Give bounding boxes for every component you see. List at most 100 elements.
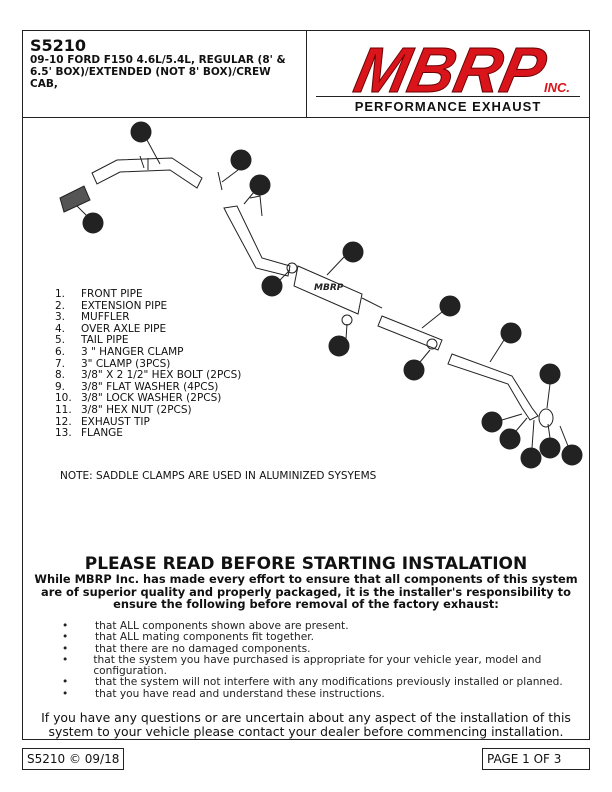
part-label: TAIL PIPE — [81, 334, 129, 347]
svg-text:8: 8 — [489, 418, 495, 428]
clamps — [217, 171, 438, 350]
exhaust-tip — [59, 185, 91, 213]
exhaust-diagram: MBRP 5 7 4 12 3 7 2 6 1 7 13 8 10 9 9 11 — [59, 121, 583, 469]
svg-text:5: 5 — [138, 128, 144, 138]
bullet-icon: • — [62, 631, 69, 644]
footer-page-number: PAGE 1 OF 3 — [482, 748, 590, 770]
part-number: 9. — [55, 380, 66, 393]
part-label: FRONT PIPE — [81, 288, 143, 300]
part-item: 1. FRONT PIPE — [55, 288, 241, 301]
svg-text:13: 13 — [544, 370, 555, 380]
part-item: 6. 3 " HANGER CLAMP — [55, 345, 241, 359]
front-pipe — [447, 353, 554, 428]
checklist: • that ALL components shown above are pre… — [62, 620, 592, 700]
part-item: 5. TAIL PIPE — [55, 335, 241, 347]
part-label: OVER AXLE PIPE — [81, 322, 167, 335]
bullet-icon: • — [62, 687, 69, 700]
part-item: 8. 3/8" X 2 1/2" HEX BOLT (2PCS) — [55, 370, 241, 382]
part-item: 7.3" CLAMP (3PCS) — [55, 357, 241, 371]
part-number: 4. — [55, 322, 66, 335]
part-number: 10. — [55, 392, 72, 405]
part-label: EXHAUST TIP — [81, 415, 150, 428]
callout-7c: 7 — [403, 349, 431, 381]
callout-10: 10 — [499, 417, 528, 450]
checklist-item: • that ALL components shown above are pre… — [62, 620, 592, 632]
part-label: 3/8" X 2 1/2" HEX BOLT (2PCS) — [81, 369, 242, 382]
svg-text:4: 4 — [257, 181, 263, 191]
part-number: 13. — [55, 427, 72, 440]
callout-7: 7 — [221, 149, 252, 183]
checklist-item: • that you have read and understand these… — [62, 687, 592, 700]
svg-text:1: 1 — [508, 329, 514, 339]
part-number: 11. — [55, 403, 72, 416]
bullet-icon: • — [62, 620, 69, 632]
part-label: 3/8" HEX NUT (2PCS) — [81, 403, 192, 416]
part-item: 2. EXTENSION PIPE — [55, 299, 241, 313]
mbrp-logo: MBRP INC. — [348, 34, 570, 106]
callout-6: 6 — [328, 323, 350, 357]
part-number: 2. — [55, 299, 66, 312]
part-number: 1. — [55, 288, 66, 300]
svg-text:10: 10 — [504, 435, 516, 445]
callout-3: 3 — [326, 241, 364, 276]
muffler: MBRP — [293, 265, 383, 315]
part-item: 3.MUFFLER — [55, 312, 241, 324]
callout-5: 5 — [130, 121, 161, 165]
callout-8: 8 — [481, 411, 523, 433]
part-number: 5. — [55, 334, 66, 347]
callout-9: 9 — [520, 419, 542, 469]
callout-1: 1 — [489, 322, 522, 363]
note: NOTE: SADDLE CLAMPS ARE USED IN ALUMINIZ… — [60, 470, 377, 482]
svg-text:11: 11 — [566, 451, 577, 461]
divider — [306, 30, 307, 118]
part-item: 9. 3/8" FLAT WASHER (4PCS) — [55, 380, 241, 394]
callout-2: 2 — [421, 295, 461, 329]
checklist-item: •that the system will not interfere with… — [62, 676, 592, 689]
part-item: 10. 3/8" LOCK WASHER (2PCS) — [55, 393, 241, 405]
checklist-text: that the system will not interfere with … — [95, 676, 563, 689]
vehicle-description: 09-10 FORD F150 4.6L/5.4L, REGULAR (8' &… — [30, 54, 286, 90]
part-label: MUFFLER — [81, 311, 130, 324]
closing-text: If you have any questions or are uncerta… — [41, 710, 571, 739]
instructions-intro: While MBRP Inc. has made every effort to… — [34, 572, 578, 612]
part-item: 13. FLANGE — [55, 428, 241, 440]
checklist-text: that ALL components shown above are pres… — [95, 620, 349, 632]
instructions-title: PLEASE READ BEFORE STARTING INSTALATION — [84, 554, 528, 574]
checklist-text: that there are no damaged components. — [95, 642, 311, 655]
bullet-icon: • — [62, 653, 69, 666]
checklist-item: • that ALL mating components fit together… — [62, 631, 592, 644]
part-label: 3 " HANGER CLAMP — [81, 345, 184, 358]
checklist-text: that the system you have purchased is ap… — [93, 653, 542, 678]
svg-text:7: 7 — [269, 282, 275, 292]
over-axle-pipe — [223, 195, 291, 277]
part-item: 4. OVER AXLE PIPE — [55, 322, 241, 336]
checklist-item: •that there are no damaged components. — [62, 642, 592, 655]
svg-text:6: 6 — [336, 342, 342, 352]
svg-text:MBRP: MBRP — [314, 283, 344, 293]
part-number: 6. — [55, 345, 66, 358]
part-label: 3/8" LOCK WASHER (2PCS) — [81, 392, 222, 405]
part-item: 12. EXHAUST TIP — [55, 415, 241, 429]
callout-9b: 9 — [539, 423, 561, 459]
divider — [316, 96, 580, 97]
callout-7b: 7 — [261, 269, 291, 297]
svg-text:7: 7 — [238, 156, 244, 166]
part-label: EXTENSION PIPE — [81, 299, 168, 312]
checklist-text: that ALL mating components fit together. — [95, 631, 315, 644]
part-label: 3/8" FLAT WASHER (4PCS) — [81, 380, 219, 393]
part-label: 3" CLAMP (3PCS) — [81, 357, 171, 370]
part-number: 12. — [55, 415, 72, 428]
tail-pipe — [91, 155, 203, 189]
checklist-item: • that the system you have purchased is a… — [62, 653, 592, 678]
svg-text:3: 3 — [350, 248, 356, 258]
part-item: 11. 3/8" HEX NUT (2PCS) — [55, 403, 241, 417]
callout-11: 11 — [559, 425, 583, 466]
part-label: FLANGE — [81, 427, 123, 440]
part-number: S5210 — [30, 36, 87, 55]
checklist-text: that you have read and understand these … — [95, 687, 385, 700]
part-number: 8. — [55, 369, 66, 382]
callout-13: 13 — [539, 363, 561, 409]
extension-pipe — [377, 315, 443, 351]
